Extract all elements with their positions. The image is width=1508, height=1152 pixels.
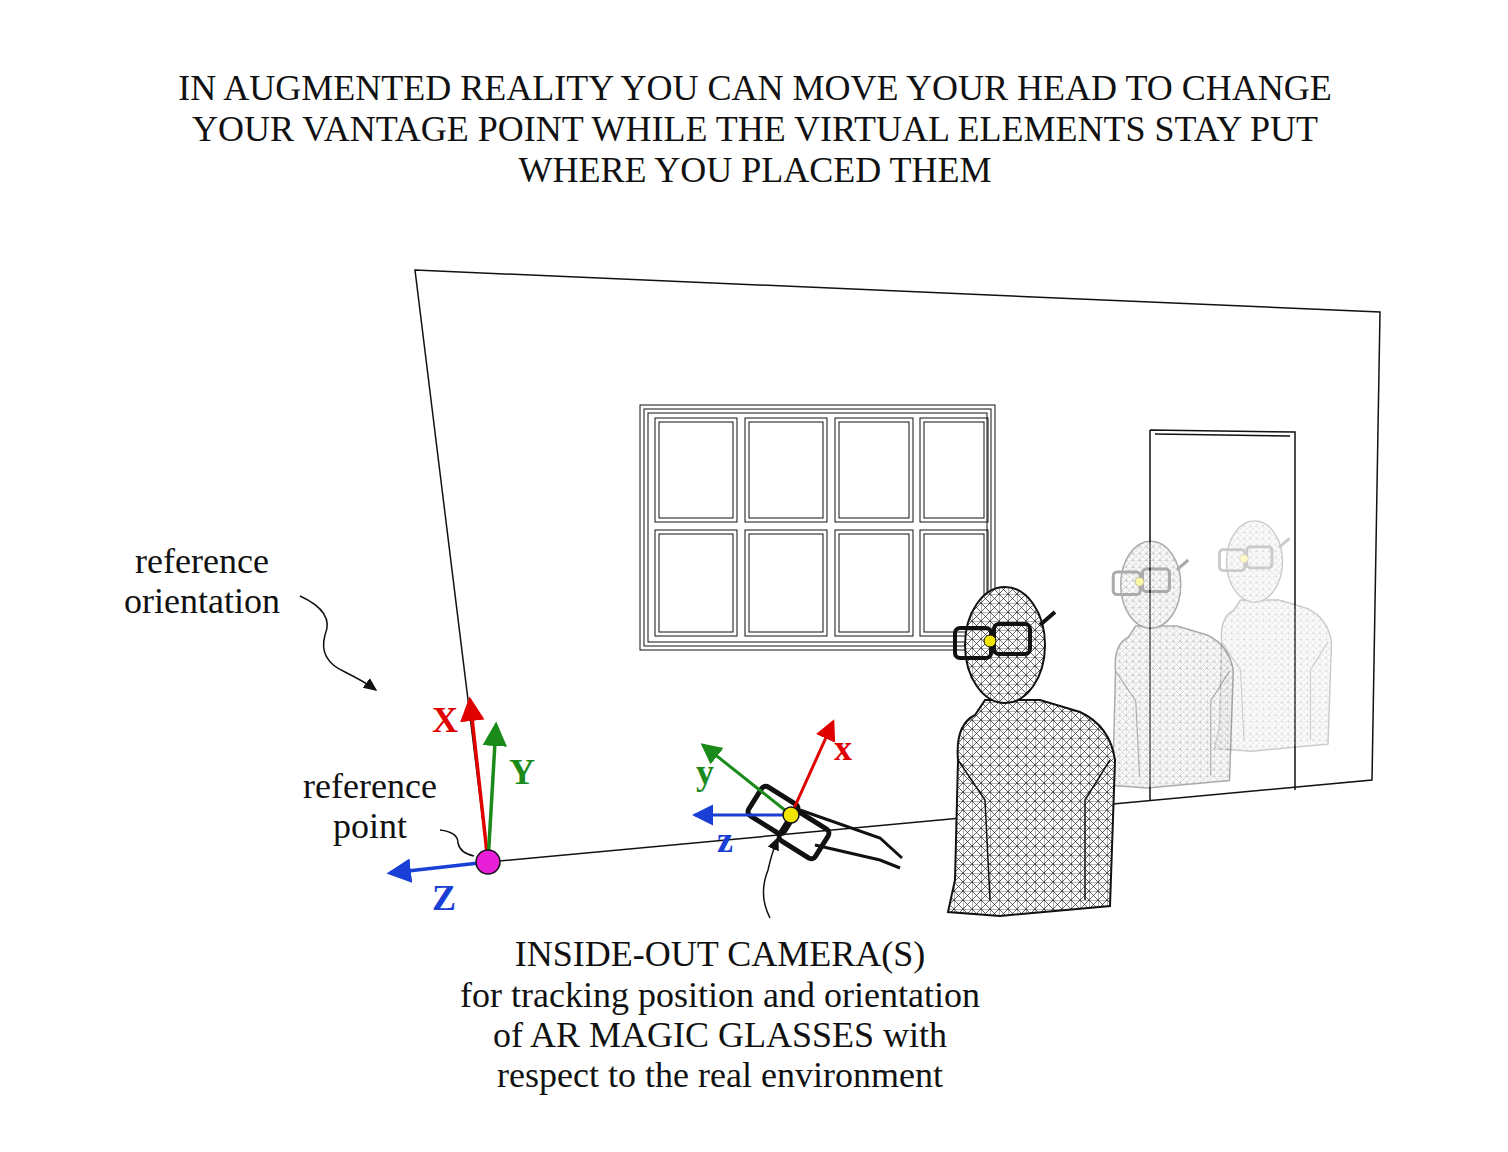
axis-label: z bbox=[717, 820, 733, 860]
callout-label: reference point bbox=[295, 766, 445, 846]
axis-label: y bbox=[696, 752, 714, 792]
callout-label: for tracking position and orientation of… bbox=[450, 975, 990, 1095]
axis-label: Z bbox=[432, 878, 456, 918]
axis-label: x bbox=[834, 728, 852, 768]
title: IN AUGMENTED REALITY YOU CAN MOVE YOUR H… bbox=[150, 68, 1360, 191]
callout-label: reference orientation bbox=[112, 541, 292, 621]
axis-label: Y bbox=[509, 752, 535, 792]
axis-label: X bbox=[432, 700, 458, 740]
callout-heading: INSIDE-OUT CAMERA(S) bbox=[450, 934, 990, 974]
